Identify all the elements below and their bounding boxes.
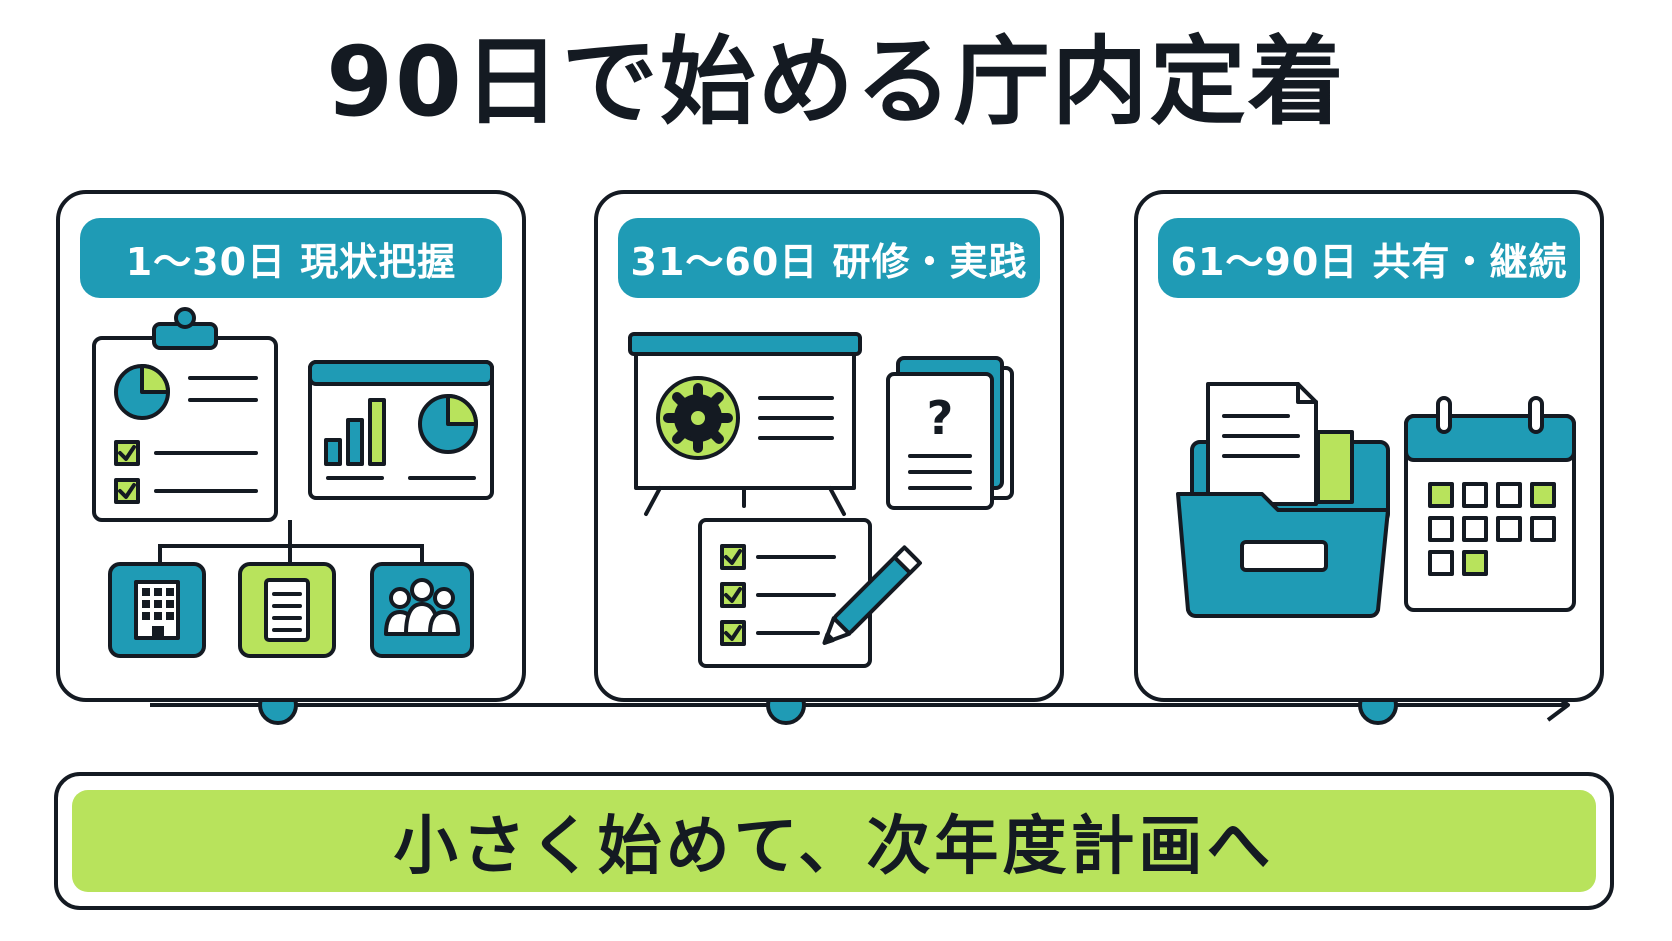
footer-text: 小さく始めて、次年度計画へ — [72, 790, 1596, 892]
team-icon — [370, 562, 474, 658]
file-box-icon — [1176, 382, 1390, 618]
phase-card-3: 61〜90日 共有・継続 — [1134, 190, 1604, 702]
document-icon — [238, 562, 336, 658]
question-cards-icon: ? — [886, 356, 1014, 510]
dashboard-icon — [308, 360, 494, 500]
footer-banner: 小さく始めて、次年度計画へ — [54, 772, 1614, 910]
page-title: 90日で始める庁内定着 — [326, 26, 1346, 138]
checklist-pencil-icon — [698, 518, 922, 668]
phase-label-2: 31〜60日 研修・実践 — [618, 218, 1040, 298]
phase-1-illustration — [92, 307, 494, 658]
phase-card-2: 31〜60日 研修・実践 ? — [594, 190, 1064, 702]
calendar-icon — [1404, 396, 1576, 612]
svg-text:?: ? — [927, 391, 954, 445]
phase-label-1: 1〜30日 現状把握 — [80, 218, 502, 298]
building-icon — [108, 562, 206, 658]
phase-label-3: 61〜90日 共有・継続 — [1158, 218, 1580, 298]
phase-card-1: 1〜30日 現状把握 — [56, 190, 526, 702]
phase-3-illustration — [1176, 382, 1576, 618]
phase-2-illustration: ? — [628, 332, 1014, 668]
presentation-board-icon — [628, 332, 862, 516]
clipboard-icon — [92, 307, 278, 522]
